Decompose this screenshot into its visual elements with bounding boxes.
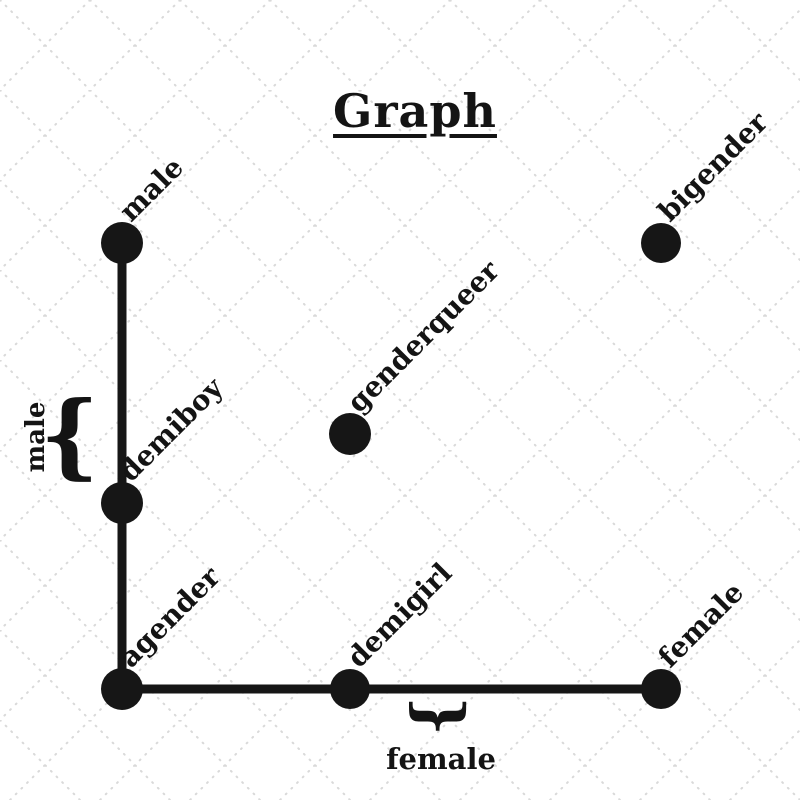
node-female bbox=[641, 669, 681, 709]
edges bbox=[117, 243, 661, 694]
node-demigirl bbox=[330, 669, 370, 709]
node-genderqueer bbox=[329, 413, 371, 455]
bottom-brace-label: female bbox=[386, 742, 496, 776]
node-demiboy bbox=[101, 482, 143, 524]
nodes bbox=[101, 222, 681, 710]
left-brace-label: male bbox=[21, 401, 51, 473]
page-title: Graph bbox=[333, 84, 497, 138]
left-brace-icon: { bbox=[40, 381, 100, 489]
node-male bbox=[101, 222, 143, 264]
node-bigender bbox=[641, 223, 681, 263]
node-agender bbox=[101, 668, 143, 710]
